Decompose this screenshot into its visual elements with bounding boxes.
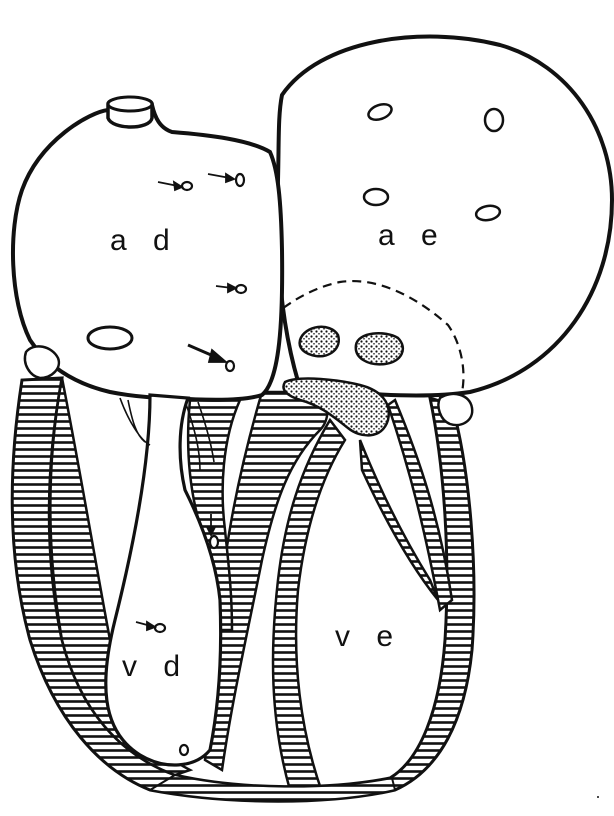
- opening-icon: [88, 327, 132, 349]
- opening-icon: [155, 624, 165, 632]
- opening-icon: [364, 189, 388, 205]
- label-left-atrium: a e: [378, 219, 447, 252]
- annulus-right-blob: [438, 394, 472, 425]
- annulus-left-blob: [25, 346, 59, 378]
- opening-icon: [180, 745, 188, 755]
- opening-icon: [210, 536, 218, 548]
- opening-icon: [236, 285, 246, 293]
- vena-cava-opening: [108, 97, 152, 111]
- corner-mark: [597, 796, 599, 798]
- opening-icon: [485, 109, 503, 131]
- perforation-icon: [300, 327, 339, 356]
- opening-icon: [182, 182, 192, 190]
- opening-icon: [236, 174, 244, 186]
- label-right-atrium: a d: [110, 224, 179, 257]
- label-left-ventricle: v e: [335, 620, 402, 653]
- label-right-ventricle: v d: [122, 650, 189, 683]
- tricuspid-leaflet: [120, 398, 150, 445]
- perforation-icon: [356, 333, 403, 364]
- apex-band: [150, 775, 395, 801]
